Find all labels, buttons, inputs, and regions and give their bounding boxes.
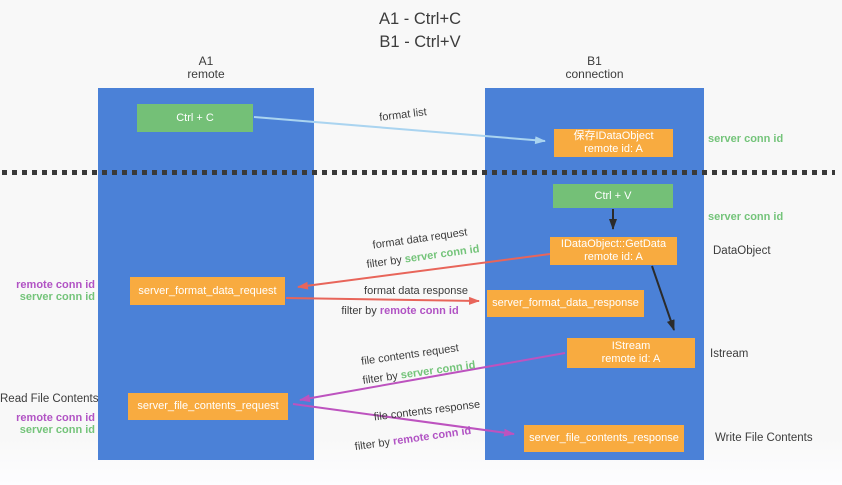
- remote-conn-id-text: remote conn id: [392, 424, 472, 448]
- lifeline-b1-name: B1: [587, 54, 602, 68]
- format-list-label: format list: [378, 106, 428, 124]
- lifeline-b1-role: connection: [565, 67, 624, 82]
- write-file-contents-annotation: Write File Contents: [715, 432, 813, 444]
- copy-paste-divider-line: [2, 170, 835, 175]
- server-file-contents-request-node: server_file_contents_request: [128, 393, 288, 420]
- lifeline-a1-name: A1: [198, 54, 214, 68]
- getdata-line1: IDataObject::GetData: [560, 238, 667, 250]
- file-contents-response-filter-label: filter by remote conn id: [354, 425, 472, 453]
- lifeline-a1-role: remote: [187, 67, 225, 82]
- ctrl-c-node: Ctrl + C: [137, 104, 253, 132]
- istream-annotation: Istream: [710, 348, 749, 360]
- filter-by-text: filter by: [361, 370, 399, 387]
- server-conn-id-text: server conn id: [400, 359, 477, 382]
- filter-by-text: filter by: [354, 436, 391, 454]
- server-conn-id-text: server conn id: [404, 243, 481, 266]
- ctrl-c-label: Ctrl + C: [176, 111, 214, 124]
- server-conn-id-annotation-top: server conn id: [708, 133, 784, 145]
- server-format-data-response-node: server_format_data_response: [487, 290, 644, 317]
- format-data-response-label: format data response: [364, 285, 468, 297]
- format-data-response-filter-label: filter by remote conn id: [341, 305, 458, 317]
- dataobject-annotation: DataObject: [713, 245, 771, 257]
- save-idataobject-line1: 保存IDataObject: [573, 130, 654, 142]
- server-conn-id-annotation-mid: server conn id: [708, 211, 784, 223]
- format-response-label: server_format_data_response: [492, 297, 639, 309]
- save-idataobject-node: 保存IDataObject remote id: A: [554, 129, 673, 157]
- istream-line1: IStream: [611, 340, 651, 352]
- remote-conn-id-annotation-bottom: remote conn id: [16, 412, 95, 424]
- file-request-label: server_file_contents_request: [137, 400, 279, 412]
- format-request-label: server_format_data_request: [138, 284, 277, 297]
- file-response-label: server_file_contents_response: [529, 432, 679, 444]
- remote-conn-id-annotation-mid: remote conn id: [16, 279, 95, 291]
- ctrl-v-label: Ctrl + V: [594, 189, 632, 202]
- read-file-contents-annotation: Read File Contents: [0, 393, 99, 405]
- title-line-2: B1 - Ctrl+V: [379, 33, 461, 52]
- istream-node: IStream remote id: A: [567, 338, 695, 368]
- remote-conn-id-text: remote conn id: [379, 305, 459, 317]
- diagram-title: A1 - Ctrl+C B1 - Ctrl+V: [300, 8, 540, 55]
- getdata-line2: remote id: A: [584, 251, 643, 263]
- save-idataobject-line2: remote id: A: [584, 143, 643, 155]
- server-file-contents-response-node: server_file_contents_response: [524, 425, 684, 452]
- file-contents-response-label: file contents response: [373, 398, 481, 424]
- ctrl-v-node: Ctrl + V: [553, 184, 673, 208]
- istream-line2: remote id: A: [601, 353, 661, 365]
- server-conn-id-annotation-mid-left: server conn id: [19, 291, 95, 303]
- server-conn-id-annotation-bottom: server conn id: [19, 424, 95, 436]
- server-format-data-request-node: server_format_data_request: [130, 277, 285, 305]
- lifeline-header-a1: A1 remote: [98, 54, 314, 82]
- filter-by-text: filter by: [365, 254, 403, 271]
- format-data-response-arrow: [285, 296, 480, 305]
- lifeline-header-b1: B1 connection: [485, 54, 704, 82]
- title-line-1: A1 - Ctrl+C: [378, 10, 462, 28]
- idataobject-getdata-node: IDataObject::GetData remote id: A: [550, 237, 677, 265]
- filter-by-text: filter by: [341, 305, 377, 317]
